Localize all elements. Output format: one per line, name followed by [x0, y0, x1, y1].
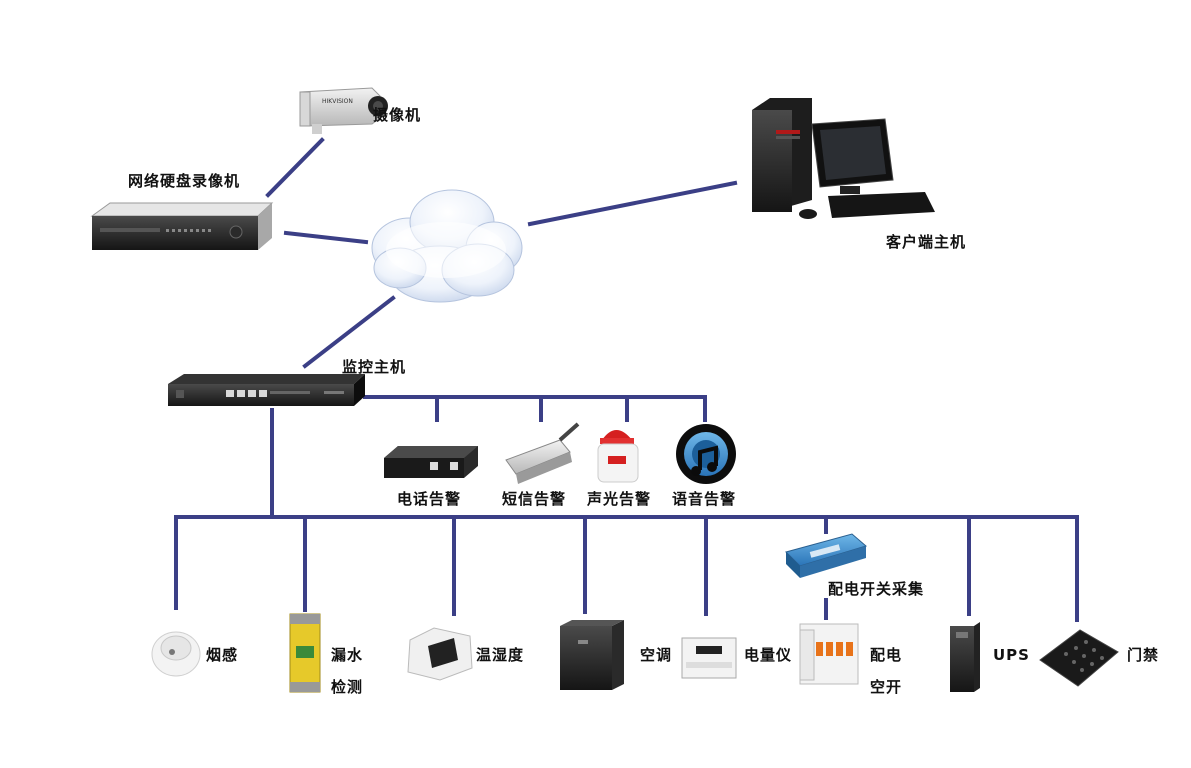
phone-alarm-box-icon: [384, 446, 478, 478]
line-nvr-cloud: [283, 230, 369, 245]
label-ups: UPS: [993, 646, 1030, 664]
rack-server-icon: [168, 374, 365, 406]
cloud-icon: [371, 189, 523, 303]
label-sms-alarm: 短信告警: [502, 490, 567, 508]
siren-icon: [597, 430, 639, 483]
line-cloud-client: [527, 180, 738, 227]
line-cloud-monitor-host: [302, 295, 396, 369]
desktop-computer-icon: [752, 98, 935, 219]
nvr-icon: [90, 202, 274, 250]
label-camera: 摄像机: [373, 106, 422, 124]
label-temp-humidity: 温湿度: [476, 646, 525, 664]
label-client: 客户端主机: [886, 233, 967, 251]
thermo-hygrometer-icon: [407, 627, 473, 681]
label-voice-alarm: 语音告警: [672, 490, 737, 508]
keypad-icon: [1039, 629, 1119, 687]
label-nvr: 网络硬盘录像机: [128, 172, 241, 190]
line-camera-nvr: [265, 137, 325, 198]
precision-ac-icon: [560, 620, 624, 690]
label-smoke: 烟感: [206, 646, 239, 664]
ups-icon: [950, 622, 980, 692]
camera-brand-text: HIKVISION: [322, 98, 353, 105]
circuit-breaker-icon: [799, 623, 859, 685]
label-sound-light-alarm: 声光告警: [587, 490, 652, 508]
io-module-icon: [785, 533, 868, 578]
label-access-control: 门禁: [1127, 646, 1160, 664]
speaker-note-icon: [676, 424, 736, 484]
label-air-conditioner: 空调: [640, 646, 673, 664]
label-power-switch-collect: 配电开关采集: [828, 580, 925, 598]
camera-icon: HIKVISION: [299, 87, 388, 134]
label-water-leak-line1: 漏水: [331, 646, 364, 664]
label-power-switch-line2: 空开: [870, 678, 903, 696]
energy-meter-icon: [681, 637, 737, 679]
label-water-leak-line2: 检测: [331, 678, 364, 696]
label-phone-alarm: 电话告警: [397, 490, 462, 508]
water-leak-sensor-icon: [289, 613, 321, 693]
smoke-detector-icon: [151, 631, 201, 677]
connection-lines: [174, 137, 1079, 622]
label-monitor-host: 监控主机: [342, 358, 407, 376]
label-power-switch-line1: 配电: [870, 646, 903, 664]
gsm-modem-icon: [505, 422, 580, 484]
label-power-meter: 电量仪: [744, 646, 793, 664]
